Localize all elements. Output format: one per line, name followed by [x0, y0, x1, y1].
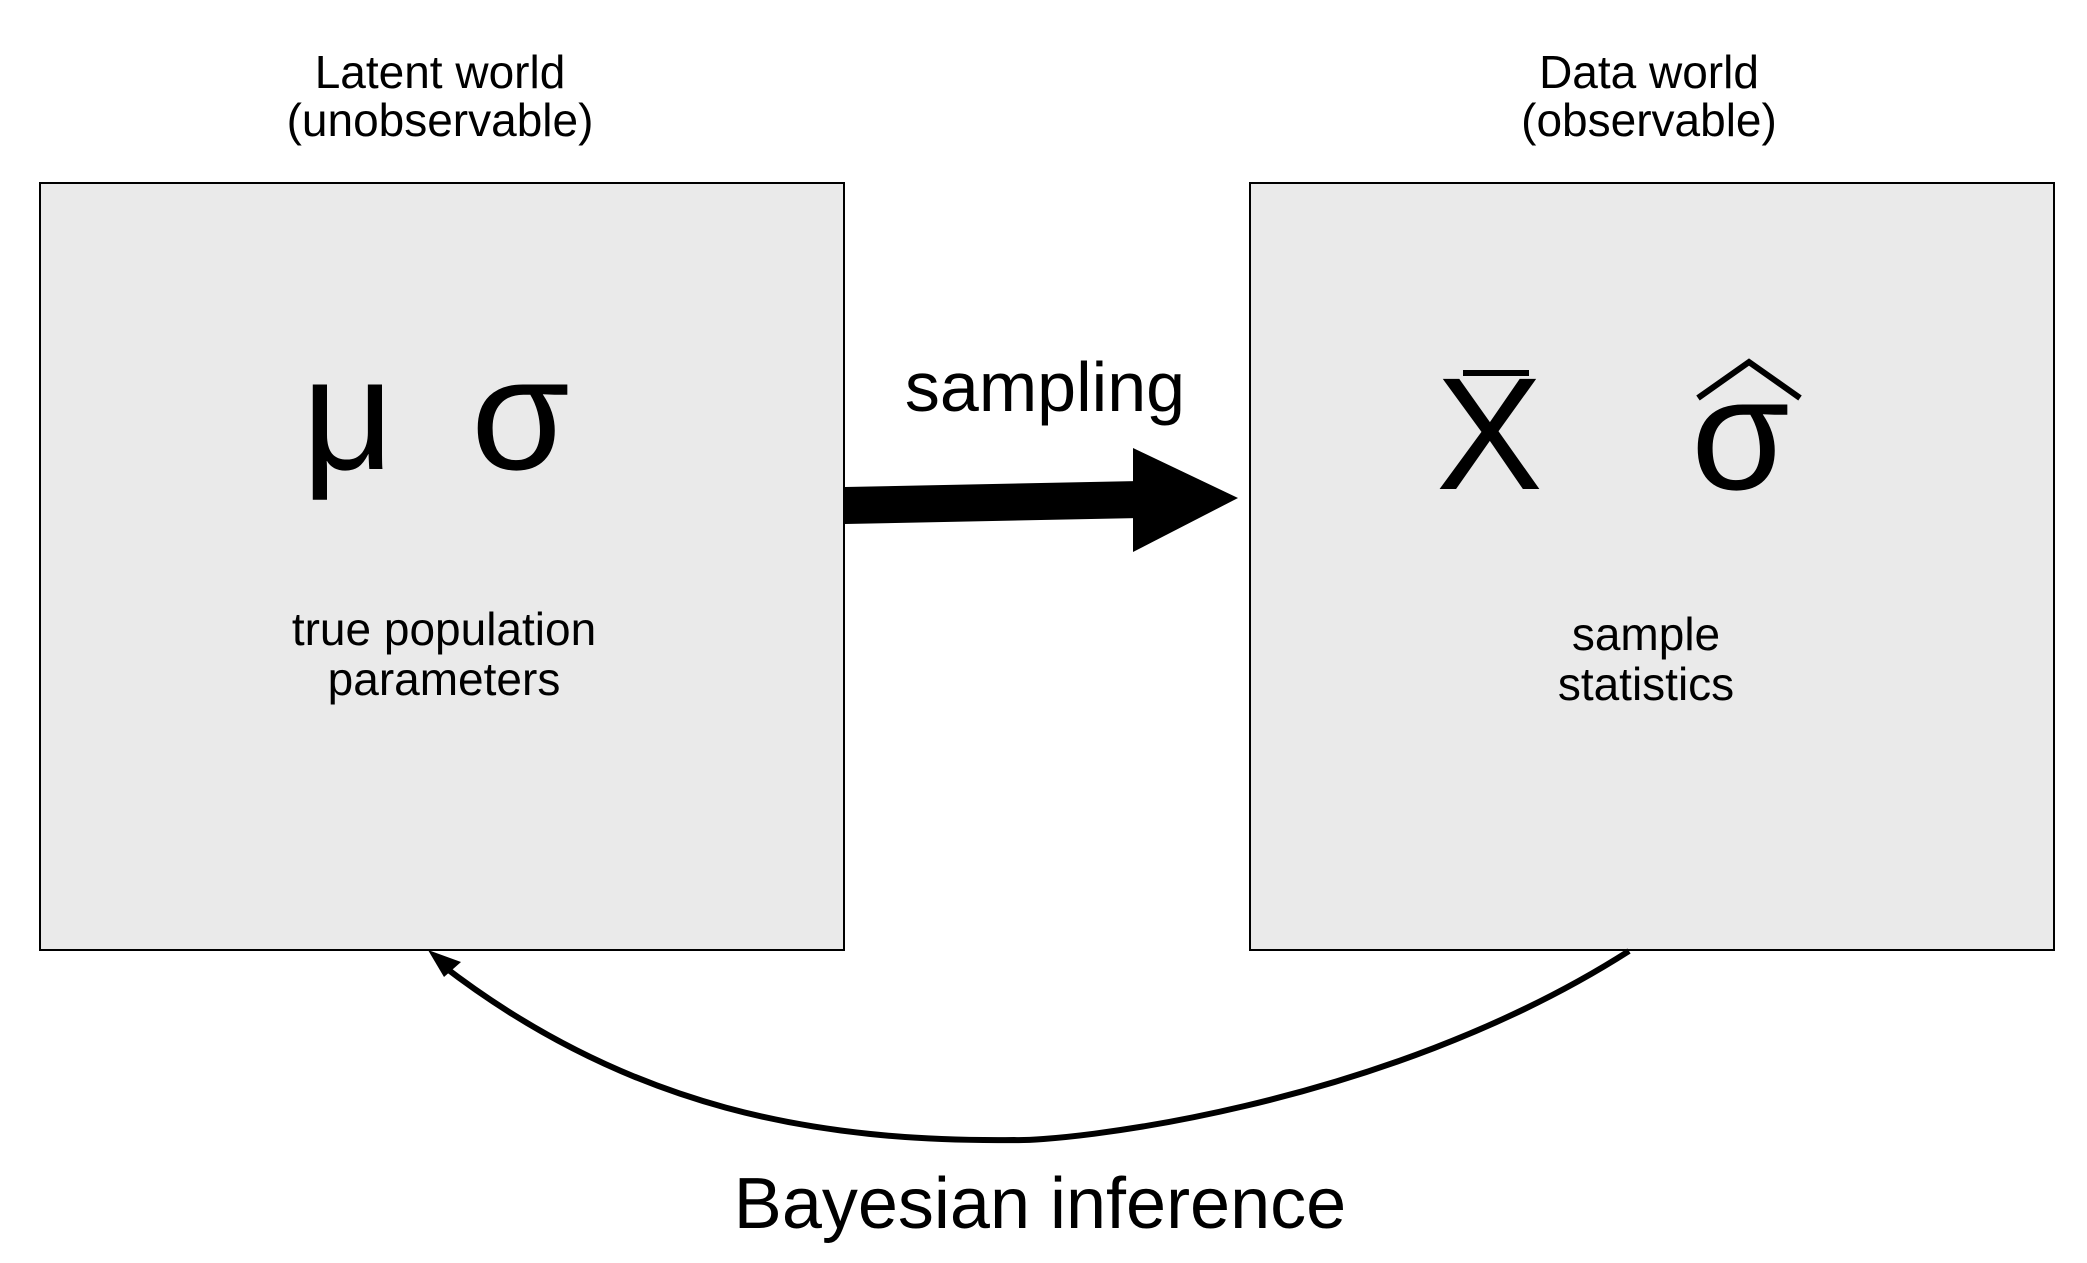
- sample-statistics-label: sample statistics: [1346, 609, 1946, 709]
- sampling-arrow-head: [1133, 448, 1238, 552]
- mu-symbol: μ: [302, 324, 395, 503]
- sigma-symbol: σ: [471, 324, 570, 503]
- population-parameters-label: true population parameters: [144, 604, 744, 704]
- bayesian-inference-label: Bayesian inference: [733, 1164, 1347, 1244]
- inference-arrow-head: [428, 950, 461, 977]
- xbar-overline: [1463, 370, 1529, 376]
- population-parameters-line1: true population: [291, 603, 597, 655]
- xbar-symbol: X: [1436, 344, 1543, 523]
- latent-world-header: Latent world (unobservable): [90, 48, 790, 144]
- sample-statistics-line1: sample: [1571, 608, 1721, 660]
- data-world-box: X σ sample statistics: [1249, 182, 2055, 951]
- data-world-title: Data world: [1539, 46, 1759, 98]
- data-world-header: Data world (observable): [1299, 48, 1999, 144]
- sigma-hat-symbol: σ: [1691, 344, 1790, 523]
- latent-world-box: μ σ true population parameters: [39, 182, 845, 951]
- population-parameters-line2: parameters: [327, 653, 561, 705]
- latent-world-title: Latent world: [314, 46, 566, 98]
- inference-arrow-curve: [440, 948, 1631, 1144]
- sampling-arrow-shaft: [845, 481, 1141, 524]
- latent-world-subtitle: (unobservable): [286, 94, 594, 146]
- sample-statistics-line2: statistics: [1557, 658, 1735, 710]
- sigma-hat-accent: [1696, 358, 1802, 401]
- data-world-subtitle: (observable): [1521, 94, 1777, 146]
- sampling-label: sampling: [904, 348, 1186, 426]
